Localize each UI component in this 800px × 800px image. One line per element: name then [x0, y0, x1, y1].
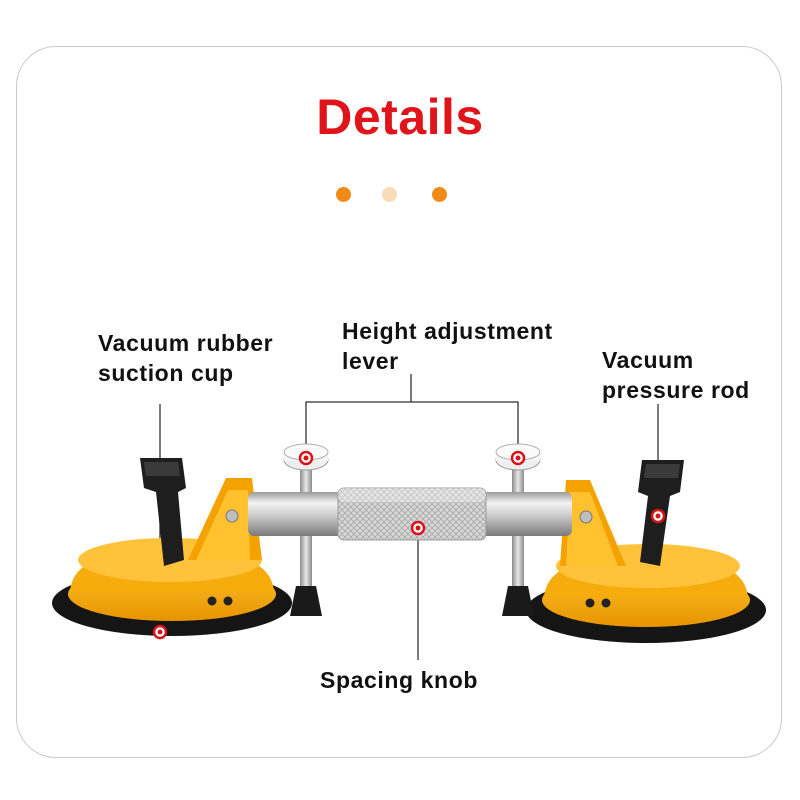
page-title: Details — [316, 89, 484, 145]
label-suction-cup: Vacuum rubber suction cup — [98, 330, 274, 386]
dot-1 — [336, 187, 351, 202]
label-spacing-knob: Spacing knob — [320, 667, 478, 693]
callout-markers — [152, 450, 666, 640]
dot-2 — [382, 187, 397, 202]
dot-3 — [432, 187, 447, 202]
label-height-lever: Height adjustment lever — [342, 318, 553, 374]
label-pressure-rod: Vacuum pressure rod — [602, 347, 750, 403]
connecting-tube — [248, 487, 572, 541]
right-suction-cup — [526, 460, 766, 643]
left-suction-cup — [52, 458, 292, 636]
